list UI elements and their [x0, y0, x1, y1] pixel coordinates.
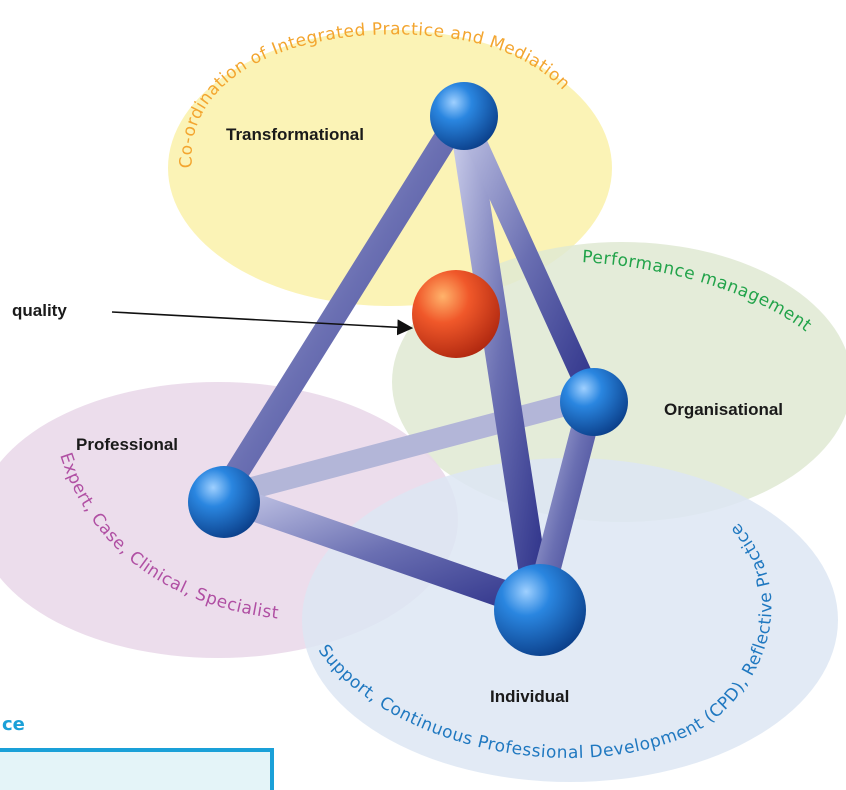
partial-box [0, 748, 274, 790]
transformational-label: Transformational [226, 125, 364, 144]
professional-label: Professional [76, 435, 178, 454]
transformational-region [168, 30, 612, 306]
transformational-sphere [430, 82, 498, 150]
organisational-label: Organisational [664, 400, 783, 419]
quality-sphere [412, 270, 500, 358]
individual-label: Individual [490, 687, 569, 706]
edge-transformational-organisational [451, 101, 603, 409]
individual-sphere [494, 564, 586, 656]
edge-professional-individual [208, 482, 552, 620]
quality-label: quality [12, 301, 67, 320]
edge-transformational-individual [448, 98, 552, 620]
edge-transformational-professional [210, 100, 474, 508]
professional-sphere [188, 466, 260, 538]
organisational-sphere [560, 368, 628, 436]
edge-professional-organisational [211, 387, 603, 507]
partial-heading: ce [2, 714, 25, 735]
quality-arrow [111, 311, 414, 336]
